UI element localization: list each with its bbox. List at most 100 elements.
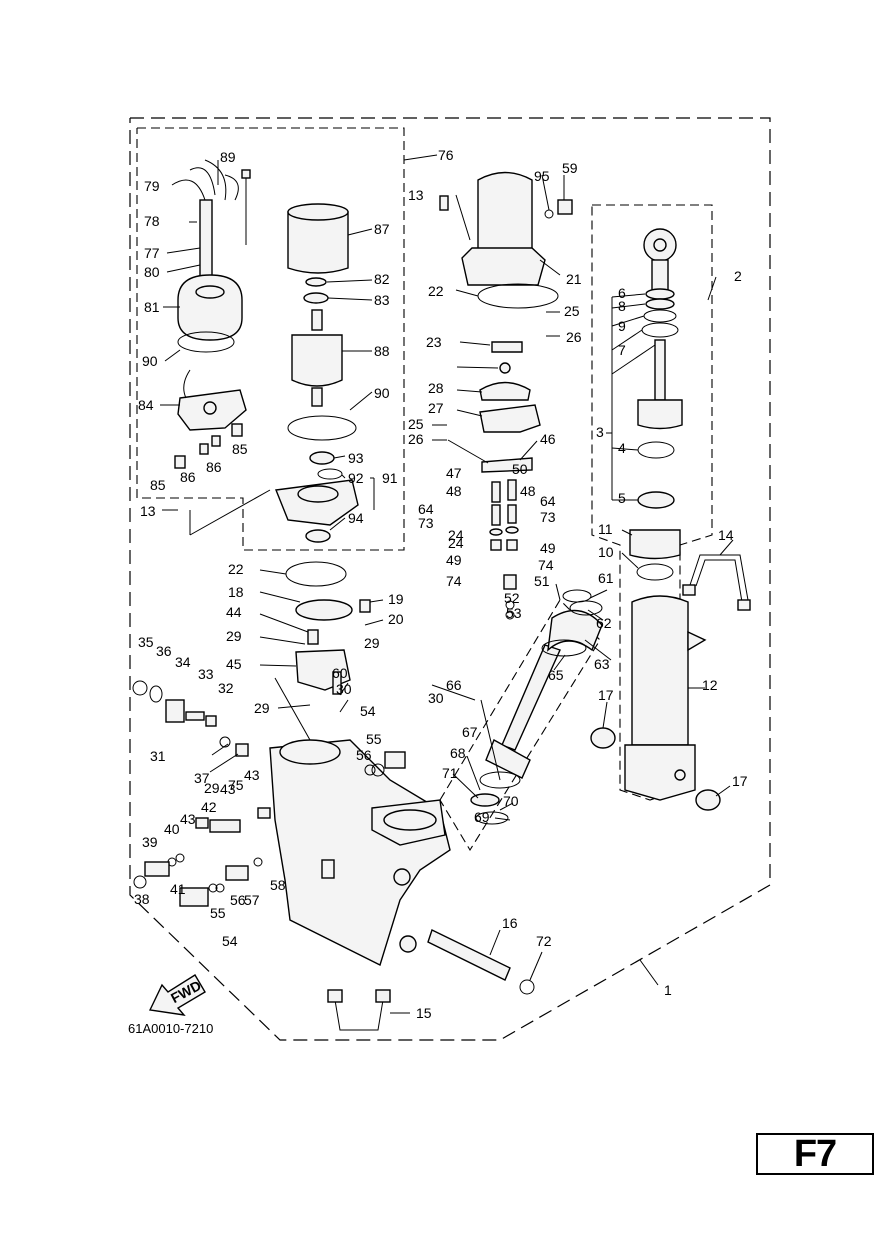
callout-49: 49 (446, 552, 462, 568)
reservoir-assembly (439, 171, 573, 620)
callout-59: 59 (562, 160, 578, 176)
callout-51: 51 (534, 573, 550, 589)
callout-87: 87 (374, 221, 390, 237)
callout-29: 29 (204, 780, 220, 796)
assembly-boundary-1 (129, 117, 771, 1041)
callout-61: 61 (598, 570, 614, 586)
callout-17: 17 (732, 773, 748, 789)
callout-26: 26 (408, 431, 424, 447)
callout-79: 79 (144, 178, 160, 194)
pump-and-bracket (132, 561, 603, 1031)
callout-17: 17 (598, 687, 614, 703)
callout-26: 26 (566, 329, 582, 345)
callout-7: 7 (618, 342, 626, 358)
callout-33: 33 (198, 666, 214, 682)
callout-93: 93 (348, 450, 364, 466)
tilt-cylinder-assembly (590, 228, 751, 811)
callout-13: 13 (140, 503, 156, 519)
callout-77: 77 (144, 245, 160, 261)
callout-8: 8 (618, 298, 626, 314)
callout-65: 65 (548, 667, 564, 683)
callout-54: 54 (360, 703, 376, 719)
callout-4: 4 (618, 440, 626, 456)
callout-10: 10 (598, 544, 614, 560)
callout-28: 28 (428, 380, 444, 396)
callout-58: 58 (270, 877, 286, 893)
callout-27: 27 (428, 400, 444, 416)
callout-1: 1 (664, 982, 672, 998)
callout-43: 43 (244, 767, 260, 783)
motor-assembly (171, 159, 359, 543)
callout-19: 19 (388, 591, 404, 607)
callout-16: 16 (502, 915, 518, 931)
callout-73: 73 (418, 515, 434, 531)
page-badge-text: F7 (793, 1133, 837, 1175)
callout-64: 64 (540, 493, 556, 509)
callout-21: 21 (566, 271, 582, 287)
callout-43: 43 (180, 811, 196, 827)
callout-18: 18 (228, 584, 244, 600)
callout-53: 53 (506, 605, 522, 621)
callout-24: 24 (448, 535, 464, 551)
callout-13: 13 (408, 187, 424, 203)
callout-81: 81 (144, 299, 160, 315)
callout-25: 25 (564, 303, 580, 319)
callout-48: 48 (446, 483, 462, 499)
callout-30: 30 (428, 690, 444, 706)
callout-30: 30 (336, 681, 352, 697)
callout-12: 12 (702, 677, 718, 693)
callout-29: 29 (364, 635, 380, 651)
callout-54: 54 (222, 933, 238, 949)
callout-78: 78 (144, 213, 160, 229)
callout-6: 6 (618, 285, 626, 301)
callout-75: 75 (228, 777, 244, 793)
callout-60: 60 (332, 665, 348, 681)
callout-71: 71 (442, 765, 458, 781)
callout-20: 20 (388, 611, 404, 627)
callout-35: 35 (138, 634, 154, 650)
assembly-boundary-76 (136, 127, 405, 551)
callout-56: 56 (356, 747, 372, 763)
callout-50: 50 (512, 461, 528, 477)
callout-66: 66 (446, 677, 462, 693)
callout-84: 84 (138, 397, 154, 413)
callout-90: 90 (142, 353, 158, 369)
callout-14: 14 (718, 527, 734, 543)
callout-86: 86 (206, 459, 222, 475)
callout-44: 44 (226, 604, 242, 620)
callout-37: 37 (194, 770, 210, 786)
callout-22: 22 (428, 283, 444, 299)
callout-22: 22 (228, 561, 244, 577)
callout-46: 46 (540, 431, 556, 447)
callout-45: 45 (226, 656, 242, 672)
callout-11: 11 (598, 521, 613, 537)
callout-43: 43 (220, 781, 236, 797)
callout-24: 24 (448, 527, 464, 543)
callout-95: 95 (534, 168, 550, 184)
callout-64: 64 (418, 501, 434, 517)
callout-3: 3 (596, 424, 604, 440)
callout-15: 15 (416, 1005, 432, 1021)
callout-36: 36 (156, 643, 172, 659)
callout-76: 76 (438, 147, 454, 163)
callout-31: 31 (150, 748, 166, 764)
callout-89: 89 (220, 149, 236, 165)
callout-92: 92 (348, 470, 364, 486)
callout-57: 57 (244, 892, 260, 908)
callout-74: 74 (538, 557, 554, 573)
callout-73: 73 (540, 509, 556, 525)
callout-85: 85 (232, 441, 248, 457)
callout-83: 83 (374, 292, 390, 308)
page-badge: F7 (756, 1133, 874, 1175)
drawing-code: 61A0010-7210 (128, 1021, 214, 1036)
callout-56: 56 (230, 892, 246, 908)
callout-70: 70 (503, 793, 519, 809)
callout-94: 94 (348, 510, 364, 526)
callout-55: 55 (210, 905, 226, 921)
callout-2: 2 (734, 268, 742, 284)
callout-29: 29 (226, 628, 242, 644)
callout-39: 39 (142, 834, 158, 850)
callout-67: 67 (462, 724, 478, 740)
